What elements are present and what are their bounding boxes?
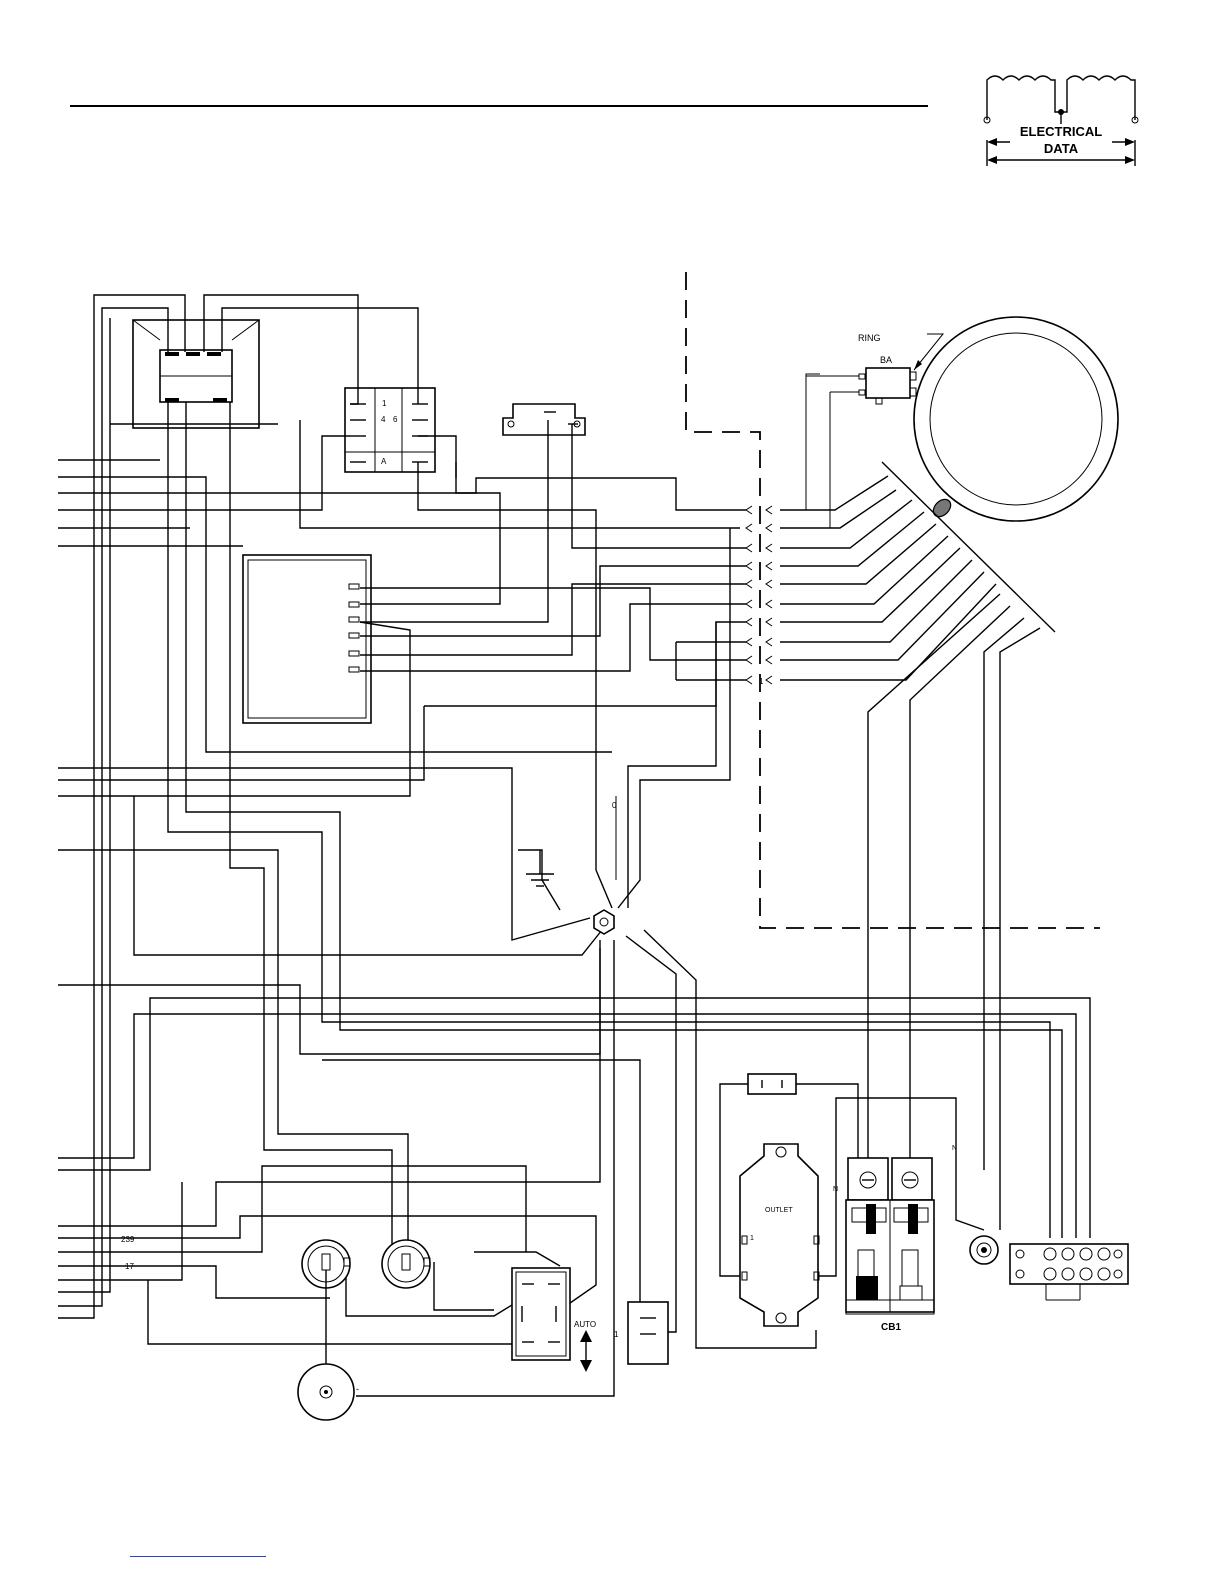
wire-label-239: 239 xyxy=(121,1235,135,1244)
lamp-switch xyxy=(382,1240,430,1288)
outlet-label: OUTLET xyxy=(765,1207,793,1214)
ring-label: RING xyxy=(858,333,881,343)
auto-switch: AUTO xyxy=(512,1268,596,1372)
junction-label: 0 xyxy=(612,801,617,810)
connector-pins: 1 xyxy=(746,506,772,686)
ba-label: BA xyxy=(880,355,892,365)
alternator-ring: RING BA xyxy=(858,317,1118,521)
control-board xyxy=(243,555,371,723)
relay-terminal-a: A xyxy=(381,457,387,466)
connector-label-1: 1 xyxy=(759,677,764,686)
meter-minus-label: - xyxy=(356,1384,359,1394)
transformer xyxy=(110,320,278,428)
footer-link-underline[interactable] xyxy=(130,1556,266,1557)
ground-icon xyxy=(526,850,554,886)
badge-subtitle: DATA xyxy=(1044,141,1079,156)
switch-label-1: 1 xyxy=(614,1330,619,1339)
relay-terminal-4: 4 xyxy=(381,415,386,424)
relay-terminal-6: 6 xyxy=(393,415,398,424)
relay-terminal-1: 1 xyxy=(382,399,387,408)
junction-nut-icon xyxy=(594,910,614,934)
cb1-label: CB1 xyxy=(881,1322,901,1333)
badge-title: ELECTRICAL xyxy=(1020,124,1102,139)
outlet-terminal-1: 1 xyxy=(750,1235,754,1242)
auto-label: AUTO xyxy=(574,1320,596,1329)
electrical-data-badge: ELECTRICAL DATA xyxy=(984,76,1138,166)
wire-label-17: 17 xyxy=(125,1262,134,1271)
terminal-strip xyxy=(1010,1244,1128,1300)
neutral-lug: N xyxy=(952,1145,998,1264)
coil-icon xyxy=(984,76,1138,124)
up-down-arrow-icon xyxy=(580,1330,592,1372)
hour-meter: - xyxy=(298,1364,359,1420)
neutral-label: N xyxy=(952,1145,957,1152)
idle-switch: 1 xyxy=(614,1302,668,1364)
circuit-breaker-cb1: CB1 xyxy=(846,1158,934,1333)
